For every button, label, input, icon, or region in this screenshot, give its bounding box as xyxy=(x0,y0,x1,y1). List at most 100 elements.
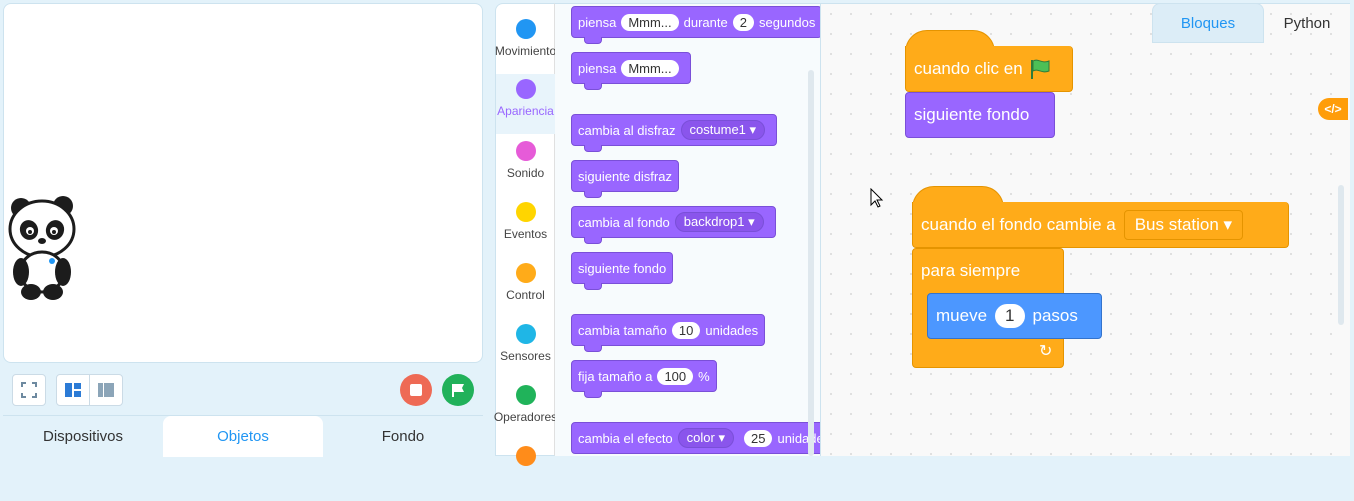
secs-input[interactable]: 2 xyxy=(732,13,754,31)
category-variables[interactable] xyxy=(496,441,555,501)
block-text: siguiente disfraz xyxy=(578,168,672,184)
block-think-for-secs[interactable]: piensa Mmm... durante 2 segundos xyxy=(571,6,820,44)
block-next-costume[interactable]: siguiente disfraz xyxy=(571,160,679,198)
block-text: para siempre xyxy=(921,261,1021,280)
backdrop-dropdown[interactable]: backdrop1 ▾ xyxy=(674,212,764,232)
block-text: piensa xyxy=(578,14,617,30)
block-change-effect[interactable]: cambia el efecto color ▾ 25 unidades xyxy=(571,422,820,454)
think-text-input[interactable]: Mmm... xyxy=(621,13,679,31)
block-notch xyxy=(584,83,602,90)
category-label: Apariencia xyxy=(497,104,554,118)
backdrop-dropdown[interactable]: Bus station ▾ xyxy=(1123,209,1244,240)
tab-python[interactable]: Python xyxy=(1283,14,1331,32)
category-control[interactable]: Control xyxy=(496,258,555,318)
green-flag-icon xyxy=(1030,59,1050,79)
category-label: Sonido xyxy=(506,166,545,180)
effect-dropdown[interactable]: color ▾ xyxy=(677,428,734,448)
think-text-input[interactable]: Mmm... xyxy=(621,59,679,77)
block-switch-costume[interactable]: cambia al disfraz costume1 ▾ xyxy=(571,114,778,152)
block-text: mueve xyxy=(936,306,988,325)
tab-sprites[interactable]: Objetos xyxy=(163,416,323,457)
stop-icon xyxy=(410,384,422,396)
block-next-backdrop[interactable]: siguiente fondo xyxy=(571,252,674,290)
block-notch xyxy=(584,37,602,44)
layout-small-icon xyxy=(98,383,114,397)
steps-input[interactable]: 1 xyxy=(995,304,1025,328)
size-input[interactable]: 100 xyxy=(657,367,694,385)
block-text: siguiente fondo xyxy=(578,260,667,276)
layout-small-button[interactable] xyxy=(89,374,123,406)
green-flag-icon xyxy=(452,384,464,397)
block-text: segundos xyxy=(758,14,816,30)
block-text: % xyxy=(698,368,710,384)
block-text: cuando el fondo cambie a xyxy=(921,214,1116,234)
block-notch xyxy=(584,345,602,352)
category-motion[interactable]: Movimiento xyxy=(494,14,557,74)
palette-scrollbar[interactable] xyxy=(808,70,814,456)
block-text: unidades xyxy=(705,322,759,338)
block-notch xyxy=(584,283,602,290)
block-text: cuando clic en xyxy=(914,58,1023,78)
operators-dot-icon xyxy=(515,385,536,405)
category-label: Movimiento xyxy=(494,44,557,58)
stage[interactable] xyxy=(3,3,483,363)
control-dot-icon xyxy=(515,263,536,283)
block-text: cambia al fondo xyxy=(578,214,670,230)
block-notch xyxy=(584,237,602,244)
block-notch xyxy=(584,191,602,198)
tab-backdrop[interactable]: Fondo xyxy=(381,428,425,445)
category-menu: Movimiento Apariencia Sonido Eventos Con… xyxy=(493,3,558,466)
block-palette: piensa Mmm... durante 2 segundos piensa … xyxy=(555,3,820,456)
block-text: fija tamaño a xyxy=(578,368,653,384)
block-change-size[interactable]: cambia tamaño 10 unidades xyxy=(571,314,766,352)
fullscreen-button[interactable] xyxy=(12,374,46,406)
looks-dot-icon xyxy=(515,79,536,99)
mouse-cursor-icon xyxy=(870,188,884,208)
block-text: durante xyxy=(683,14,728,30)
block-text: cambia tamaño xyxy=(578,322,667,338)
motion-dot-icon xyxy=(515,19,536,39)
block-text: siguiente fondo xyxy=(914,105,1030,124)
loop-arrow-icon: ↻ xyxy=(1039,343,1053,360)
size-change-input[interactable]: 10 xyxy=(671,321,701,339)
category-looks[interactable]: Apariencia xyxy=(496,74,555,134)
block-text: cambia el efecto xyxy=(578,430,673,446)
category-sound[interactable]: Sonido xyxy=(496,136,555,196)
fullscreen-icon xyxy=(21,382,37,398)
category-operators[interactable]: Operadores xyxy=(493,380,558,440)
code-view-toggle[interactable]: </> xyxy=(1318,98,1348,120)
block-think[interactable]: piensa Mmm... xyxy=(571,52,691,90)
block-move-steps[interactable]: mueve 1 pasos xyxy=(927,293,1102,339)
sprite-panel-tabs: Dispositivos Objetos Fondo xyxy=(3,415,483,457)
block-when-flag-clicked[interactable]: cuando clic en xyxy=(905,46,1073,92)
workspace-scrollbar[interactable] xyxy=(1338,185,1344,325)
block-text: cambia al disfraz xyxy=(578,122,676,138)
block-text: pasos xyxy=(1032,306,1078,325)
block-notch xyxy=(584,391,602,398)
category-label: Eventos xyxy=(503,227,548,241)
category-label: Sensores xyxy=(500,349,551,363)
category-sensing[interactable]: Sensores xyxy=(496,319,555,379)
variables-dot-icon xyxy=(515,446,536,466)
events-dot-icon xyxy=(515,202,536,222)
category-label: Operadores xyxy=(493,410,558,424)
block-switch-backdrop[interactable]: cambia al fondo backdrop1 ▾ xyxy=(571,206,776,244)
sensing-dot-icon xyxy=(515,324,536,344)
stop-button[interactable] xyxy=(400,374,432,406)
category-label: Control xyxy=(506,288,545,302)
tab-blocks[interactable]: Bloques xyxy=(1152,3,1264,43)
category-events[interactable]: Eventos xyxy=(496,197,555,257)
tab-devices[interactable]: Dispositivos xyxy=(42,428,124,445)
panda-sprite[interactable] xyxy=(7,194,77,307)
costume-dropdown[interactable]: costume1 ▾ xyxy=(680,120,766,140)
green-flag-button[interactable] xyxy=(442,374,474,406)
block-notch xyxy=(584,145,602,152)
sound-dot-icon xyxy=(515,141,536,161)
layout-normal-button[interactable] xyxy=(56,374,90,406)
effect-value-input[interactable]: 25 xyxy=(744,429,773,447)
layout-normal-icon xyxy=(65,383,81,397)
block-when-backdrop-switches[interactable]: cuando el fondo cambie a Bus station ▾ xyxy=(912,202,1289,248)
block-set-size[interactable]: fija tamaño a 100 % xyxy=(571,360,717,398)
block-next-backdrop-placed[interactable]: siguiente fondo xyxy=(905,92,1055,138)
block-text: piensa xyxy=(578,60,617,76)
